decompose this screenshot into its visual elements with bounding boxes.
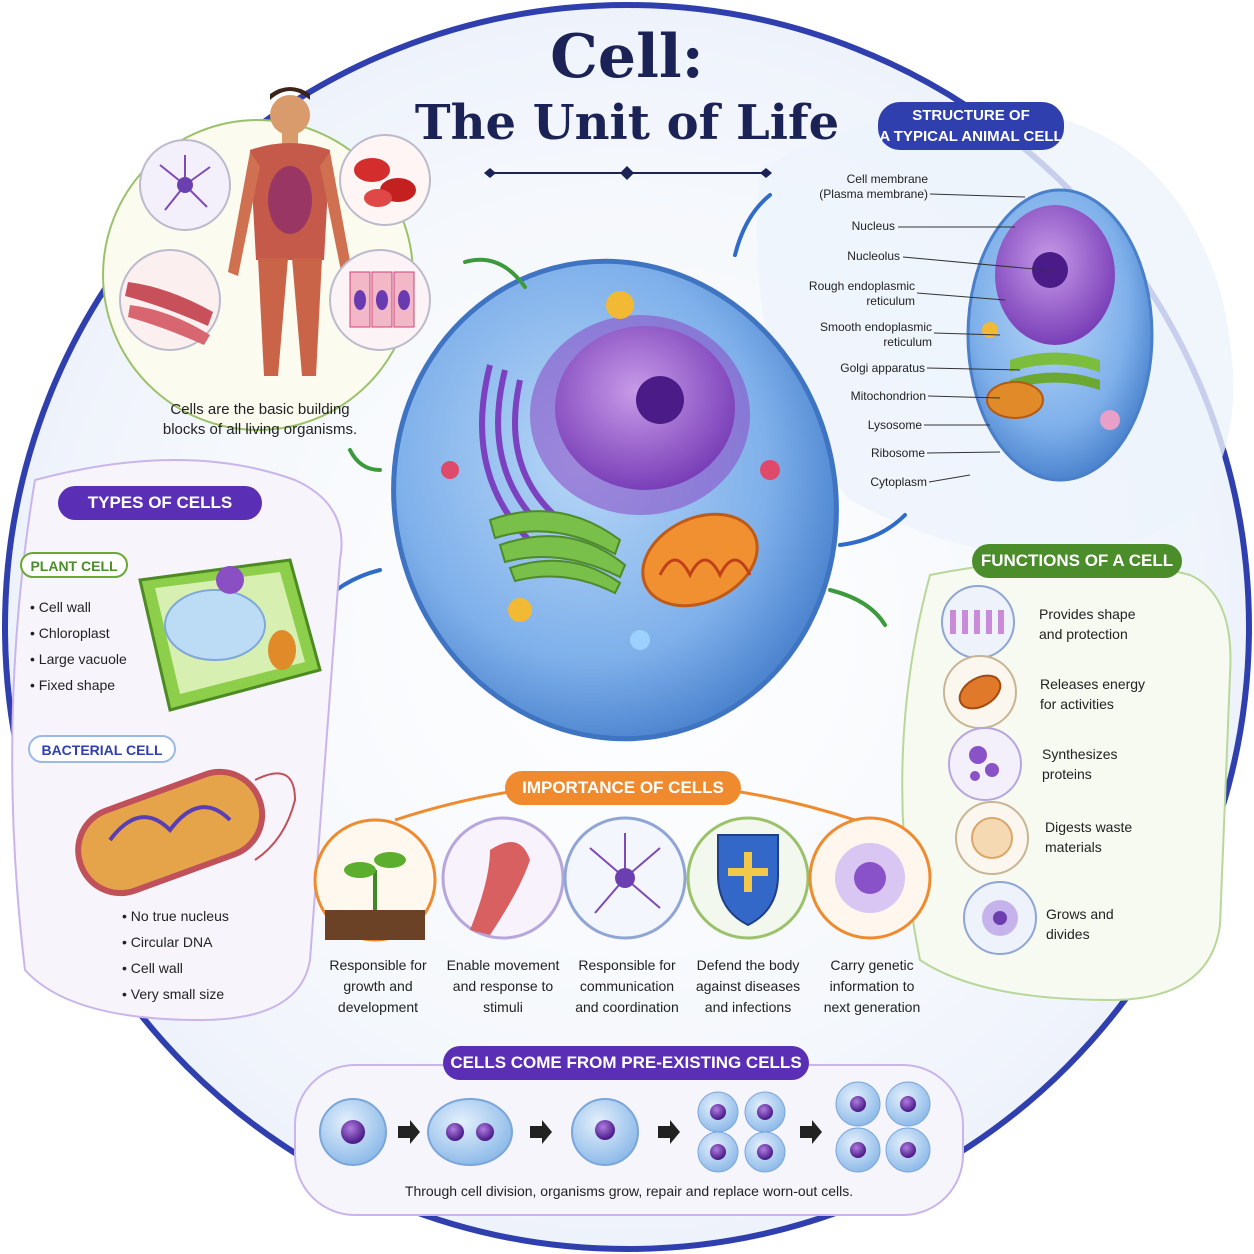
label-cytoplasm: Cytoplasm	[870, 475, 927, 489]
importance-item: Responsible for growth and development	[313, 955, 443, 1018]
label-text: Cell membrane	[846, 172, 928, 186]
importance-text: information to	[829, 978, 915, 994]
division-heading: CELLS COME FROM PRE-EXISTING CELLS	[443, 1046, 809, 1080]
bacterial-cell-list: No true nucleus Circular DNA Cell wall V…	[122, 903, 229, 1007]
plant-cell-label: PLANT CELL	[20, 552, 128, 578]
label-nucleus: Nucleus	[851, 219, 895, 233]
importance-text: communication	[579, 978, 675, 994]
importance-text: Responsible for	[329, 957, 427, 973]
function-text: Synthesizes	[1042, 746, 1118, 762]
importance-item: Responsible for communication and coordi…	[562, 955, 692, 1018]
title-divider	[484, 166, 772, 180]
function-text: divides	[1046, 926, 1090, 942]
central-animal-cell-illustration	[391, 258, 839, 742]
importance-item: Carry genetic information to next genera…	[807, 955, 937, 1018]
importance-text: Defend the body	[696, 957, 800, 973]
list-item: Very small size	[122, 981, 229, 1007]
bacterial-cell-label: BACTERIAL CELL	[28, 735, 176, 763]
human-body-icon	[228, 87, 352, 376]
functions-heading: FUNCTIONS OF A CELL	[972, 544, 1182, 578]
bacterial-cell-icon	[75, 768, 297, 897]
function-text: Provides shape	[1039, 606, 1136, 622]
plant-cell-icon	[138, 558, 322, 712]
label-ribosome: Ribosome	[870, 446, 925, 460]
division-caption: Through cell division, organisms grow, r…	[404, 1183, 854, 1199]
list-item: Fixed shape	[30, 672, 127, 698]
title-line1: Cell:	[550, 22, 704, 92]
structure-heading-line1: STRUCTURE OF	[912, 107, 1030, 124]
plant-cell-list: Cell wall Chloroplast Large vacuole Fixe…	[30, 594, 127, 698]
importance-text: against diseases	[695, 978, 801, 994]
label-text: reticulum	[883, 335, 932, 349]
structure-heading: STRUCTURE OF A TYPICAL ANIMAL CELL	[878, 102, 1064, 150]
function-text: proteins	[1042, 766, 1092, 782]
title-line2: The Unit of Life	[414, 95, 840, 151]
list-item: Cell wall	[30, 594, 127, 620]
importance-text: next generation	[823, 999, 921, 1015]
function-item: Provides shape and protection	[1039, 604, 1136, 644]
intro-caption-line2: blocks of all living organisms.	[162, 421, 358, 438]
importance-text: stimuli	[483, 999, 523, 1015]
function-item: Synthesizes proteins	[1042, 744, 1117, 784]
function-item: Releases energy for activities	[1040, 674, 1145, 714]
label-smooth-er: Smooth endoplasmic reticulum	[780, 320, 932, 350]
intro-caption: Cells are the basic building blocks of a…	[130, 400, 390, 440]
importance-text: Carry genetic	[830, 957, 914, 973]
intro-caption-line1: Cells are the basic building	[170, 401, 350, 418]
importance-text: and coordination	[575, 999, 679, 1015]
importance-text: Responsible for	[578, 957, 676, 973]
importance-text: and response to	[452, 978, 554, 994]
list-item: Chloroplast	[30, 620, 127, 646]
label-lysosome: Lysosome	[867, 418, 922, 432]
list-item: Large vacuole	[30, 646, 127, 672]
label-text: (Plasma membrane)	[819, 187, 928, 201]
function-text: Releases energy	[1040, 676, 1146, 692]
function-text: Grows and	[1046, 906, 1114, 922]
label-nucleolus: Nucleolus	[847, 249, 900, 263]
function-text: and protection	[1039, 626, 1128, 642]
function-text: Digests waste	[1045, 819, 1133, 835]
importance-item: Enable movement and response to stimuli	[438, 955, 568, 1018]
label-text: Smooth endoplasmic	[819, 320, 932, 334]
label-rough-er: Rough endoplasmic reticulum	[780, 279, 915, 309]
function-text: for activities	[1040, 696, 1114, 712]
structure-heading-line2: A TYPICAL ANIMAL CELL	[879, 128, 1063, 145]
function-item: Digests waste materials	[1045, 817, 1132, 857]
cell-division-sequence	[319, 1081, 931, 1173]
red-blood-cells-icon	[339, 134, 431, 226]
list-item: Circular DNA	[122, 929, 229, 955]
importance-text: Enable movement	[446, 957, 560, 973]
types-heading: TYPES OF CELLS	[58, 486, 262, 520]
label-golgi: Golgi apparatus	[840, 361, 925, 375]
label-cell-membrane: Cell membrane (Plasma membrane)	[780, 172, 928, 202]
list-item: No true nucleus	[122, 903, 229, 929]
arrow-icon	[463, 257, 527, 289]
importance-text: growth and	[343, 978, 413, 994]
label-text: Rough endoplasmic	[808, 279, 915, 293]
importance-text: and infections	[704, 999, 792, 1015]
function-item: Grows and divides	[1046, 904, 1114, 944]
list-item: Cell wall	[122, 955, 229, 981]
function-text: materials	[1045, 839, 1102, 855]
importance-item: Defend the body against diseases and inf…	[683, 955, 813, 1018]
animal-cell-diagram	[966, 188, 1154, 482]
label-mitochondrion: Mitochondrion	[850, 389, 926, 403]
importance-text: development	[337, 999, 419, 1015]
importance-heading: IMPORTANCE OF CELLS	[505, 771, 741, 805]
label-text: reticulum	[866, 294, 915, 308]
